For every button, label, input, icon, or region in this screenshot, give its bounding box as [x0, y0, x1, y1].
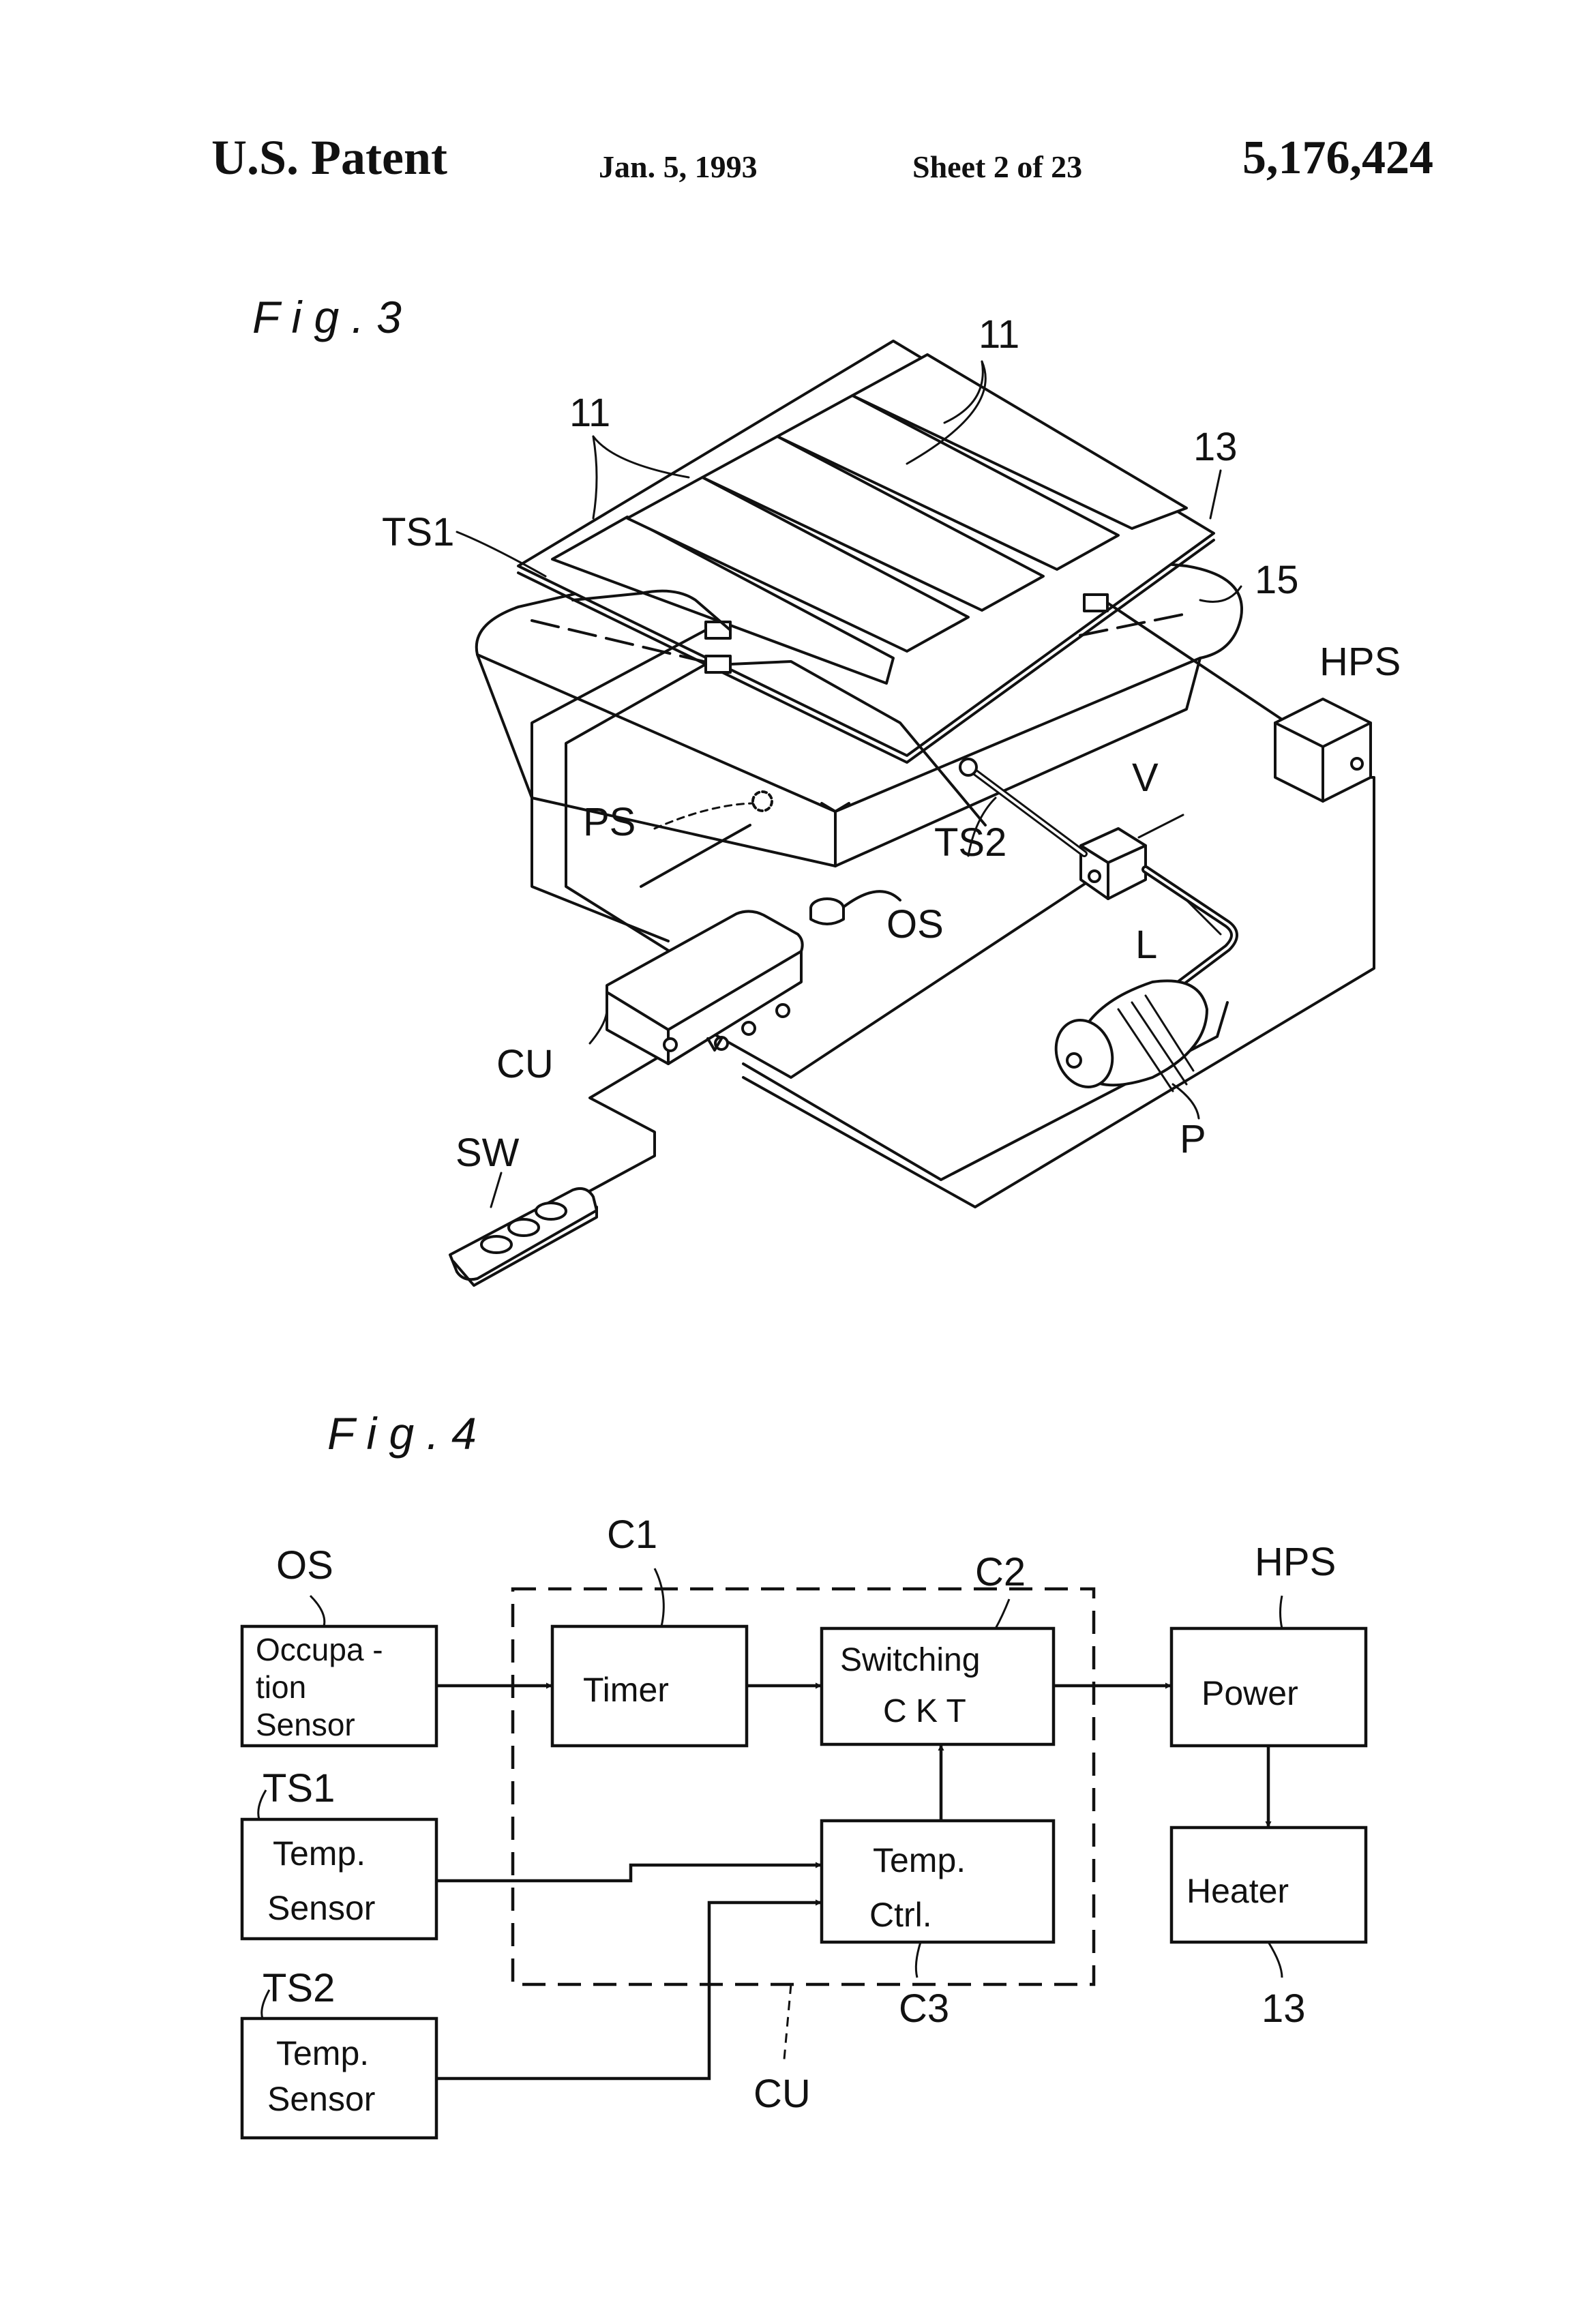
link-ts2-ctrl	[436, 1899, 822, 2081]
fig3-label-l: L	[1135, 923, 1157, 967]
fig4-ctrl-line2: Ctrl.	[869, 1896, 932, 1934]
fig4-tag-cu: CU	[753, 2072, 811, 2116]
fig3-label-11-left: 11	[569, 391, 610, 435]
fig4-ts2-line1: Temp.	[276, 2034, 369, 2072]
fig4-timer-label: Timer	[583, 1671, 669, 1709]
fig3-label-15: 15	[1255, 558, 1299, 602]
fig4-tag-c3: C3	[899, 1986, 949, 2031]
fig4-ctrl-line1: Temp.	[873, 1841, 966, 1879]
fig4-power-label: Power	[1202, 1674, 1298, 1712]
fig4-tag-c1: C1	[607, 1513, 657, 1557]
fig3-label-hps: HPS	[1319, 640, 1401, 684]
fig3-label-sw: SW	[456, 1131, 520, 1175]
fig3-label-ts2: TS2	[934, 820, 1006, 865]
fig3-label-cu: CU	[496, 1042, 554, 1086]
fig4-switch-line2: C K T	[883, 1693, 966, 1729]
fig4-ts1-line2: Sensor	[267, 1889, 375, 1927]
fig4-os-line3: Sensor	[256, 1707, 355, 1742]
fig4-tag-c2: C2	[975, 1550, 1026, 1594]
fig3-label-v: V	[1132, 756, 1159, 800]
fig3-label-ts1: TS1	[382, 510, 454, 554]
fig4-tag-13: 13	[1262, 1986, 1306, 2031]
fig3-label-p: P	[1180, 1117, 1206, 1161]
fig3-label-11-top: 11	[979, 312, 1019, 357]
link-ts1-ctrl	[436, 1862, 822, 1883]
header-date: Jan. 5, 1993	[599, 149, 758, 184]
wire-sw	[571, 1042, 683, 1202]
fig3-title: F i g . 3	[252, 292, 402, 342]
block-temp-ctrl	[820, 1819, 1056, 1944]
hose-L	[1141, 865, 1238, 993]
fig4-title: F i g . 4	[327, 1408, 477, 1459]
control-unit	[606, 910, 804, 1065]
fig3-seat-assembly	[449, 340, 1375, 1287]
fig4-os-line2: tion	[256, 1669, 306, 1705]
fig3-label-13: 13	[1193, 425, 1238, 469]
fig4-os-line1: Occupa -	[256, 1632, 383, 1667]
wire-hps-cu	[742, 776, 1375, 1208]
wire-ts1	[531, 629, 707, 942]
fig4-ts2-line2: Sensor	[267, 2080, 375, 2118]
valve	[1079, 827, 1147, 900]
header-number: 5,176,424	[1242, 132, 1433, 184]
cu-boundary	[511, 1587, 1096, 1986]
wire-hps	[1106, 601, 1283, 721]
fig4-tag-ts1: TS1	[263, 1766, 335, 1811]
header-sheet: Sheet 2 of 23	[912, 149, 1083, 184]
block-ts1-temp-sensor	[240, 1817, 438, 1941]
fig3-label-ps: PS	[583, 800, 636, 844]
wire-ps	[640, 824, 751, 888]
fig4-tag-os: OS	[276, 1543, 333, 1588]
fig4-heater-label: Heater	[1186, 1872, 1289, 1910]
fig4-tag-ts2: TS2	[263, 1966, 335, 2010]
heater-element	[551, 516, 895, 685]
fig4-tag-hps: HPS	[1255, 1540, 1336, 1584]
wire-ts2	[565, 663, 707, 956]
fig4-switch-line1: Switching	[840, 1642, 980, 1678]
header-left: U.S. Patent	[211, 130, 447, 185]
fig4-ts1-line1: Temp.	[273, 1834, 365, 1873]
fig3-label-os: OS	[886, 902, 944, 947]
